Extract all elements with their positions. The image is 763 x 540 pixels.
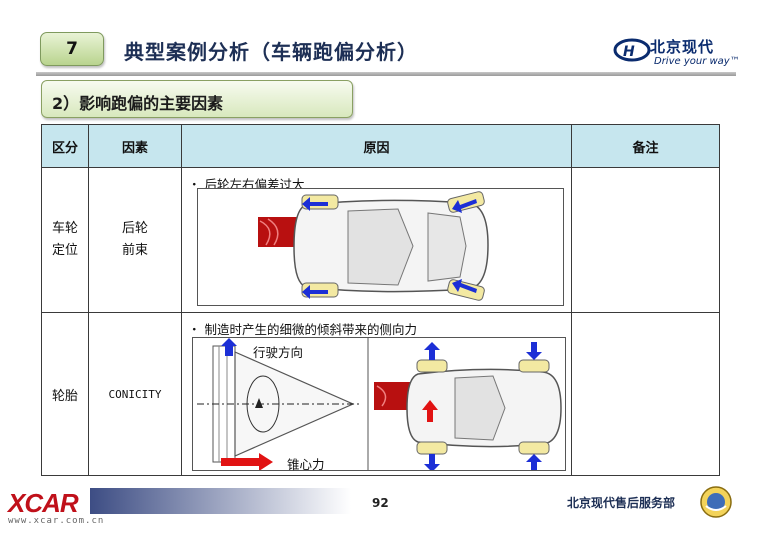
svg-text:H: H [623, 44, 635, 60]
row1-factor-line: 前束 [121, 243, 148, 258]
table-row: 车轮 定位 后轮 前束 ・ 后轮左右偏差过大 [41, 167, 720, 313]
service-emblem-icon [700, 486, 732, 518]
row2-note [571, 312, 720, 476]
header-factor: 因素 [88, 124, 182, 168]
page-title: 典型案例分析（车辆跑偏分析） [124, 40, 418, 64]
hyundai-logo-icon: H [613, 38, 651, 62]
row1-cause-cell: ・ 后轮左右偏差过大 [181, 167, 572, 313]
footer-department: 北京现代售后服务部 [567, 496, 676, 510]
slide-number-badge: 7 [40, 32, 104, 66]
table-header-row: 区分 因素 原因 备注 [41, 124, 720, 168]
row2-cause-text: ・ 制造时产生的细微的倾斜带来的侧向力 [188, 322, 417, 337]
header-cause: 原因 [181, 124, 572, 168]
slide-number: 7 [66, 39, 78, 59]
section-title: 2）影响跑偏的主要因素 [52, 94, 224, 113]
section-title-box [41, 80, 353, 118]
conicity-illustration [197, 338, 562, 472]
brand-slogan: Drive your way™ [654, 56, 740, 67]
xcar-logo: XCAR [8, 488, 79, 518]
brand-name: 北京现代 [650, 38, 715, 56]
header-category: 区分 [41, 124, 89, 168]
row2-category: 轮胎 [41, 312, 89, 476]
row1-factor: 后轮 前束 [88, 167, 182, 313]
force-label: 锥心力 [287, 457, 325, 472]
direction-label: 行驶方向 [253, 345, 304, 360]
header-note: 备注 [571, 124, 720, 168]
row1-note [571, 167, 720, 313]
car-top-view-icon [258, 191, 489, 301]
site-url: www.xcar.com.cn [8, 516, 105, 526]
row2-cause-cell: ・ 制造时产生的细微的倾斜带来的侧向力 [181, 312, 572, 476]
conicity-diagram: 行驶方向 锥心力 [192, 337, 566, 472]
row1-factor-line: 后轮 [121, 221, 148, 236]
cone-icon [234, 351, 355, 457]
arrow-icon [221, 453, 273, 471]
row2-factor: CONICITY [88, 312, 182, 476]
rear-toe-diagram [197, 188, 564, 306]
page-number: 92 [372, 496, 389, 510]
footer-bar [90, 488, 670, 514]
row1-category-line: 车轮 [51, 221, 78, 236]
row1-category-line: 定位 [51, 243, 78, 258]
header-divider [36, 72, 736, 76]
row1-category: 车轮 定位 [41, 167, 89, 313]
factor-table: 区分 因素 原因 备注 车轮 定位 后轮 前束 ・ 后轮左右偏差过大 [41, 124, 720, 476]
table-row: 轮胎 CONICITY ・ 制造时产生的细微的倾斜带来的侧向力 [41, 312, 720, 476]
